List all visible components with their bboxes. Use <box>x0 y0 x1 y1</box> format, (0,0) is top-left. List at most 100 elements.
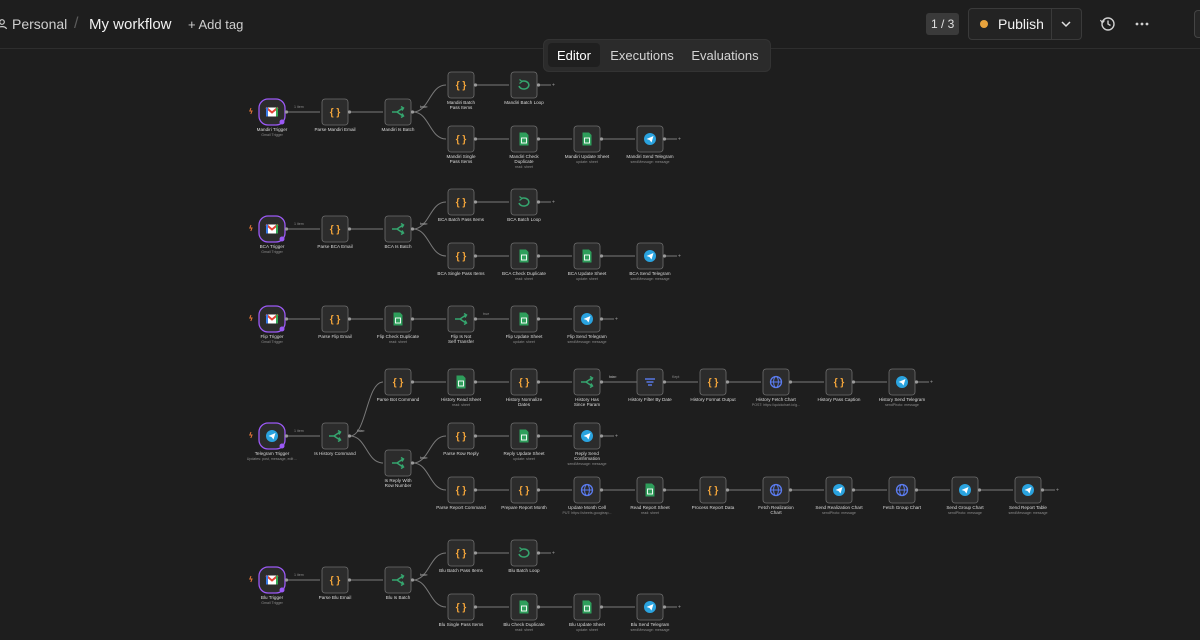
connection-line[interactable] <box>412 462 447 491</box>
output-handle[interactable] <box>473 137 478 141</box>
connection-line[interactable] <box>412 435 447 464</box>
tab-evaluations[interactable]: Evaluations <box>691 47 759 63</box>
output-handle[interactable] <box>347 578 352 582</box>
output-handle[interactable] <box>347 227 352 231</box>
node-parse-bca-email[interactable]: { }Parse BCA Email <box>317 215 353 249</box>
node-bca-single-pass-items[interactable]: { }BCA Single Pass Items <box>437 242 485 276</box>
node-mandiri-is-batch[interactable]: Mandiri Is Batch <box>382 98 415 132</box>
output-handle[interactable] <box>284 110 289 114</box>
node-fetch-group-chart[interactable]: Fetch Group Chart <box>883 476 922 510</box>
output-handle[interactable] <box>725 488 730 492</box>
output-handle[interactable] <box>410 461 415 465</box>
output-handle[interactable] <box>599 317 604 321</box>
add-node-plus-icon[interactable]: + <box>615 434 618 440</box>
publish-button[interactable]: Publish <box>998 16 1044 32</box>
add-node-plus-icon[interactable]: + <box>678 137 681 143</box>
node-mandiri-batch-loop[interactable]: +Mandiri Batch Loop <box>504 71 555 105</box>
node-parse-blu-email[interactable]: { }Parse Blu Email <box>319 566 352 600</box>
output-handle[interactable] <box>914 380 919 384</box>
add-node-plus-icon[interactable]: + <box>930 380 933 386</box>
output-handle[interactable] <box>536 254 541 258</box>
output-handle[interactable] <box>599 380 604 384</box>
node-bca-batch-pass-items[interactable]: { }BCA Batch Pass Items <box>438 188 485 222</box>
chevron-down-icon[interactable] <box>1055 16 1077 32</box>
output-handle[interactable] <box>599 605 604 609</box>
add-node-plus-icon[interactable]: + <box>1056 488 1059 494</box>
output-handle[interactable] <box>473 434 478 438</box>
output-handle[interactable] <box>473 551 478 555</box>
output-handle[interactable] <box>536 551 541 555</box>
output-handle[interactable] <box>662 254 667 258</box>
output-handle[interactable] <box>536 317 541 321</box>
output-handle[interactable] <box>347 317 352 321</box>
node-body[interactable] <box>510 188 538 216</box>
version-pager[interactable]: 1 / 3 <box>926 13 960 35</box>
history-button[interactable] <box>1098 14 1118 34</box>
output-handle[interactable] <box>410 380 415 384</box>
output-handle[interactable] <box>599 254 604 258</box>
node-parse-report-command[interactable]: { }Parse Report Command <box>436 476 486 510</box>
output-handle[interactable] <box>536 83 541 87</box>
node-history-format-output[interactable]: { }History Format Output <box>690 368 736 402</box>
connection-line[interactable] <box>412 579 447 608</box>
output-handle[interactable] <box>347 110 352 114</box>
node-parse-row-reply[interactable]: { }Parse Row Reply <box>443 422 479 456</box>
output-handle[interactable] <box>347 434 352 438</box>
add-node-plus-icon[interactable]: + <box>552 551 555 557</box>
connection-line[interactable] <box>412 111 447 140</box>
connection-line[interactable] <box>349 381 384 437</box>
node-history-pass-caption[interactable]: { }History Pass Caption <box>818 368 861 402</box>
node-process-report-data[interactable]: { }Process Report Data <box>692 476 735 510</box>
output-handle[interactable] <box>536 605 541 609</box>
output-handle[interactable] <box>536 488 541 492</box>
add-node-plus-icon[interactable]: + <box>552 83 555 89</box>
output-handle[interactable] <box>1040 488 1045 492</box>
connection-line[interactable] <box>412 201 447 230</box>
node-blu-batch-pass-items[interactable]: { }Blu Batch Pass Items <box>439 539 484 573</box>
output-handle[interactable] <box>473 254 478 258</box>
node-body[interactable] <box>510 539 538 567</box>
node-parse-flip-email[interactable]: { }Parse Flip Email <box>318 305 352 339</box>
output-handle[interactable] <box>473 380 478 384</box>
node-parse-mandiri-email[interactable]: { }Parse Mandiri Email <box>314 98 356 132</box>
output-handle[interactable] <box>788 488 793 492</box>
output-handle[interactable] <box>914 488 919 492</box>
node-body[interactable] <box>510 71 538 99</box>
node-blu-batch-loop[interactable]: +Blu Batch Loop <box>508 539 555 573</box>
side-panel-button[interactable] <box>1194 10 1200 38</box>
node-prepare-report-month[interactable]: { }Prepare Report Month <box>501 476 547 510</box>
output-handle[interactable] <box>662 488 667 492</box>
output-handle[interactable] <box>473 605 478 609</box>
node-is-history-command[interactable]: Is History Command <box>314 422 356 456</box>
add-node-plus-icon[interactable]: + <box>615 317 618 323</box>
output-handle[interactable] <box>410 317 415 321</box>
output-handle[interactable] <box>536 137 541 141</box>
output-handle[interactable] <box>536 434 541 438</box>
